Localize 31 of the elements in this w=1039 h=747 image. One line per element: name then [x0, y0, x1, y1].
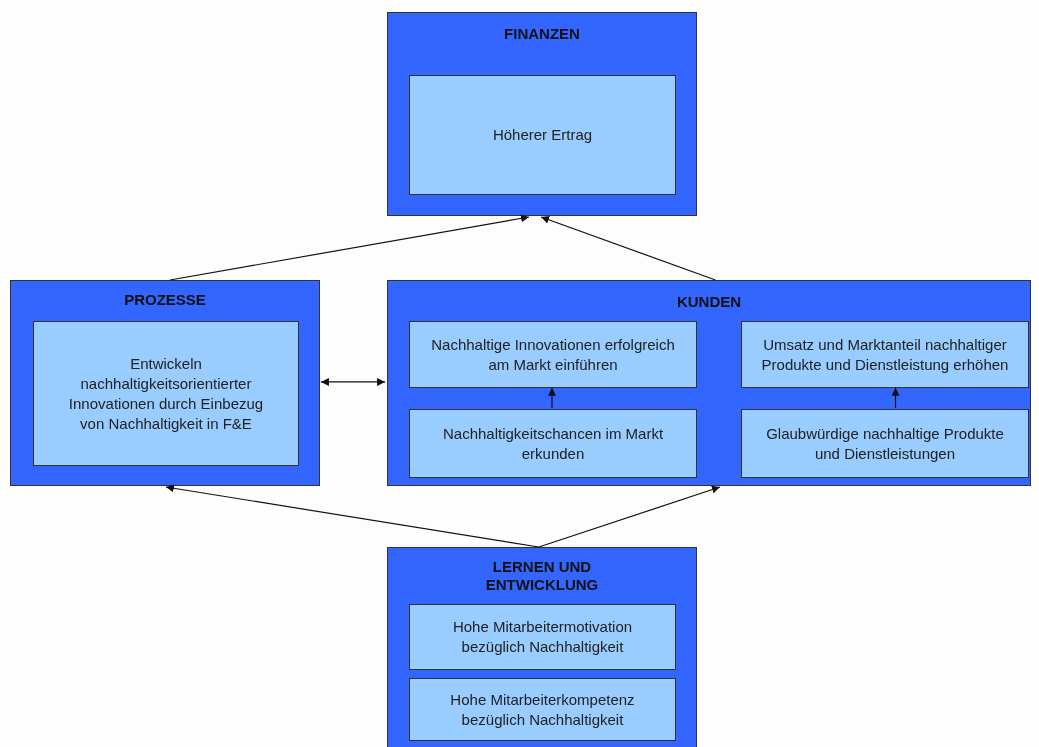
- process-box: [409, 604, 676, 670]
- panel-heading: KUNDEN: [675, 293, 743, 311]
- arrow: [540, 216, 717, 281]
- process-box: [409, 321, 697, 388]
- arrow: [320, 377, 386, 386]
- process-box: [409, 409, 697, 478]
- box-text: Glaubwürdige nachhaltige Produkte und Dienstleistungen: [765, 423, 1005, 464]
- group-panel: [10, 280, 320, 486]
- arrow: [169, 214, 530, 281]
- process-box: [33, 321, 299, 466]
- box-text: Höherer Ertrag: [491, 125, 594, 145]
- box-text: Nachhaltige Innovationen erfolgreich am Markt einführen: [430, 334, 676, 375]
- panel-heading: PROZESSE: [123, 291, 207, 309]
- box-text: Entwickeln nachhaltigkeitsorientierter Innovationen durch Einbezug von Nachhaltigkeit in F&E: [67, 353, 265, 434]
- box-text: Nachhaltigkeitschancen im Markt erkunden: [441, 423, 665, 464]
- group-panel: [387, 280, 1031, 486]
- group-panel: [387, 547, 697, 747]
- arrow: [538, 485, 721, 548]
- arrow: [891, 387, 900, 409]
- process-box: [409, 678, 676, 741]
- process-box: [741, 321, 1029, 388]
- panel-heading: LERNEN UND ENTWICKLUNG: [484, 558, 600, 594]
- arrow: [548, 387, 556, 409]
- box-text: Hohe Mitarbeitermotivation bezüglich Nachhaltigkeit: [451, 617, 634, 657]
- arrow: [165, 484, 540, 548]
- group-panel: [387, 12, 697, 216]
- box-text: Hohe Mitarbeiterkompetenz bezüglich Nachhaltigkeit: [449, 689, 636, 730]
- process-box: [409, 75, 676, 195]
- panel-heading: FINANZEN: [503, 25, 581, 43]
- box-text: Umsatz und Marktanteil nachhaltiger Produkte und Dienstleistung erhöhen: [760, 334, 1010, 375]
- process-box: [741, 409, 1029, 478]
